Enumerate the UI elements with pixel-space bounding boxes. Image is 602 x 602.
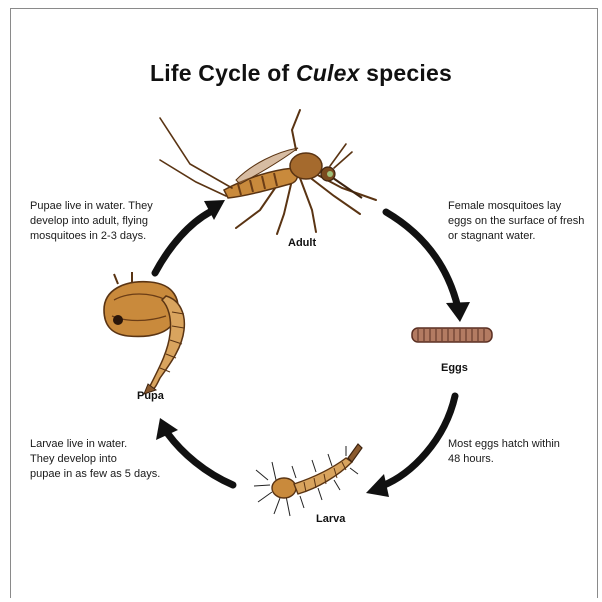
arrow-eggs-to-larva-head xyxy=(366,474,389,497)
larva-illustration xyxy=(254,444,362,516)
arrow-pupa-to-adult xyxy=(155,212,210,273)
cycle-arrows xyxy=(155,200,470,497)
arrow-larva-to-pupa xyxy=(168,434,233,485)
arrow-adult-to-eggs-head xyxy=(446,302,470,322)
arrow-eggs-to-larva xyxy=(382,396,455,486)
pupa-illustration xyxy=(104,272,184,394)
arrow-adult-to-eggs xyxy=(386,212,458,308)
egg-raft-illustration xyxy=(412,328,492,342)
adult-mosquito-illustration xyxy=(160,110,376,234)
